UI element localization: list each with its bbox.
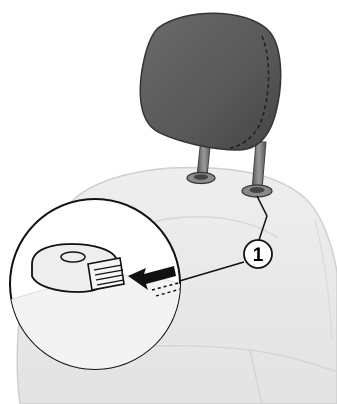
callout-marker: 1: [244, 240, 272, 268]
callout-number: 1: [253, 245, 264, 266]
headrest: [140, 13, 280, 150]
release-button-icon: [32, 244, 124, 292]
